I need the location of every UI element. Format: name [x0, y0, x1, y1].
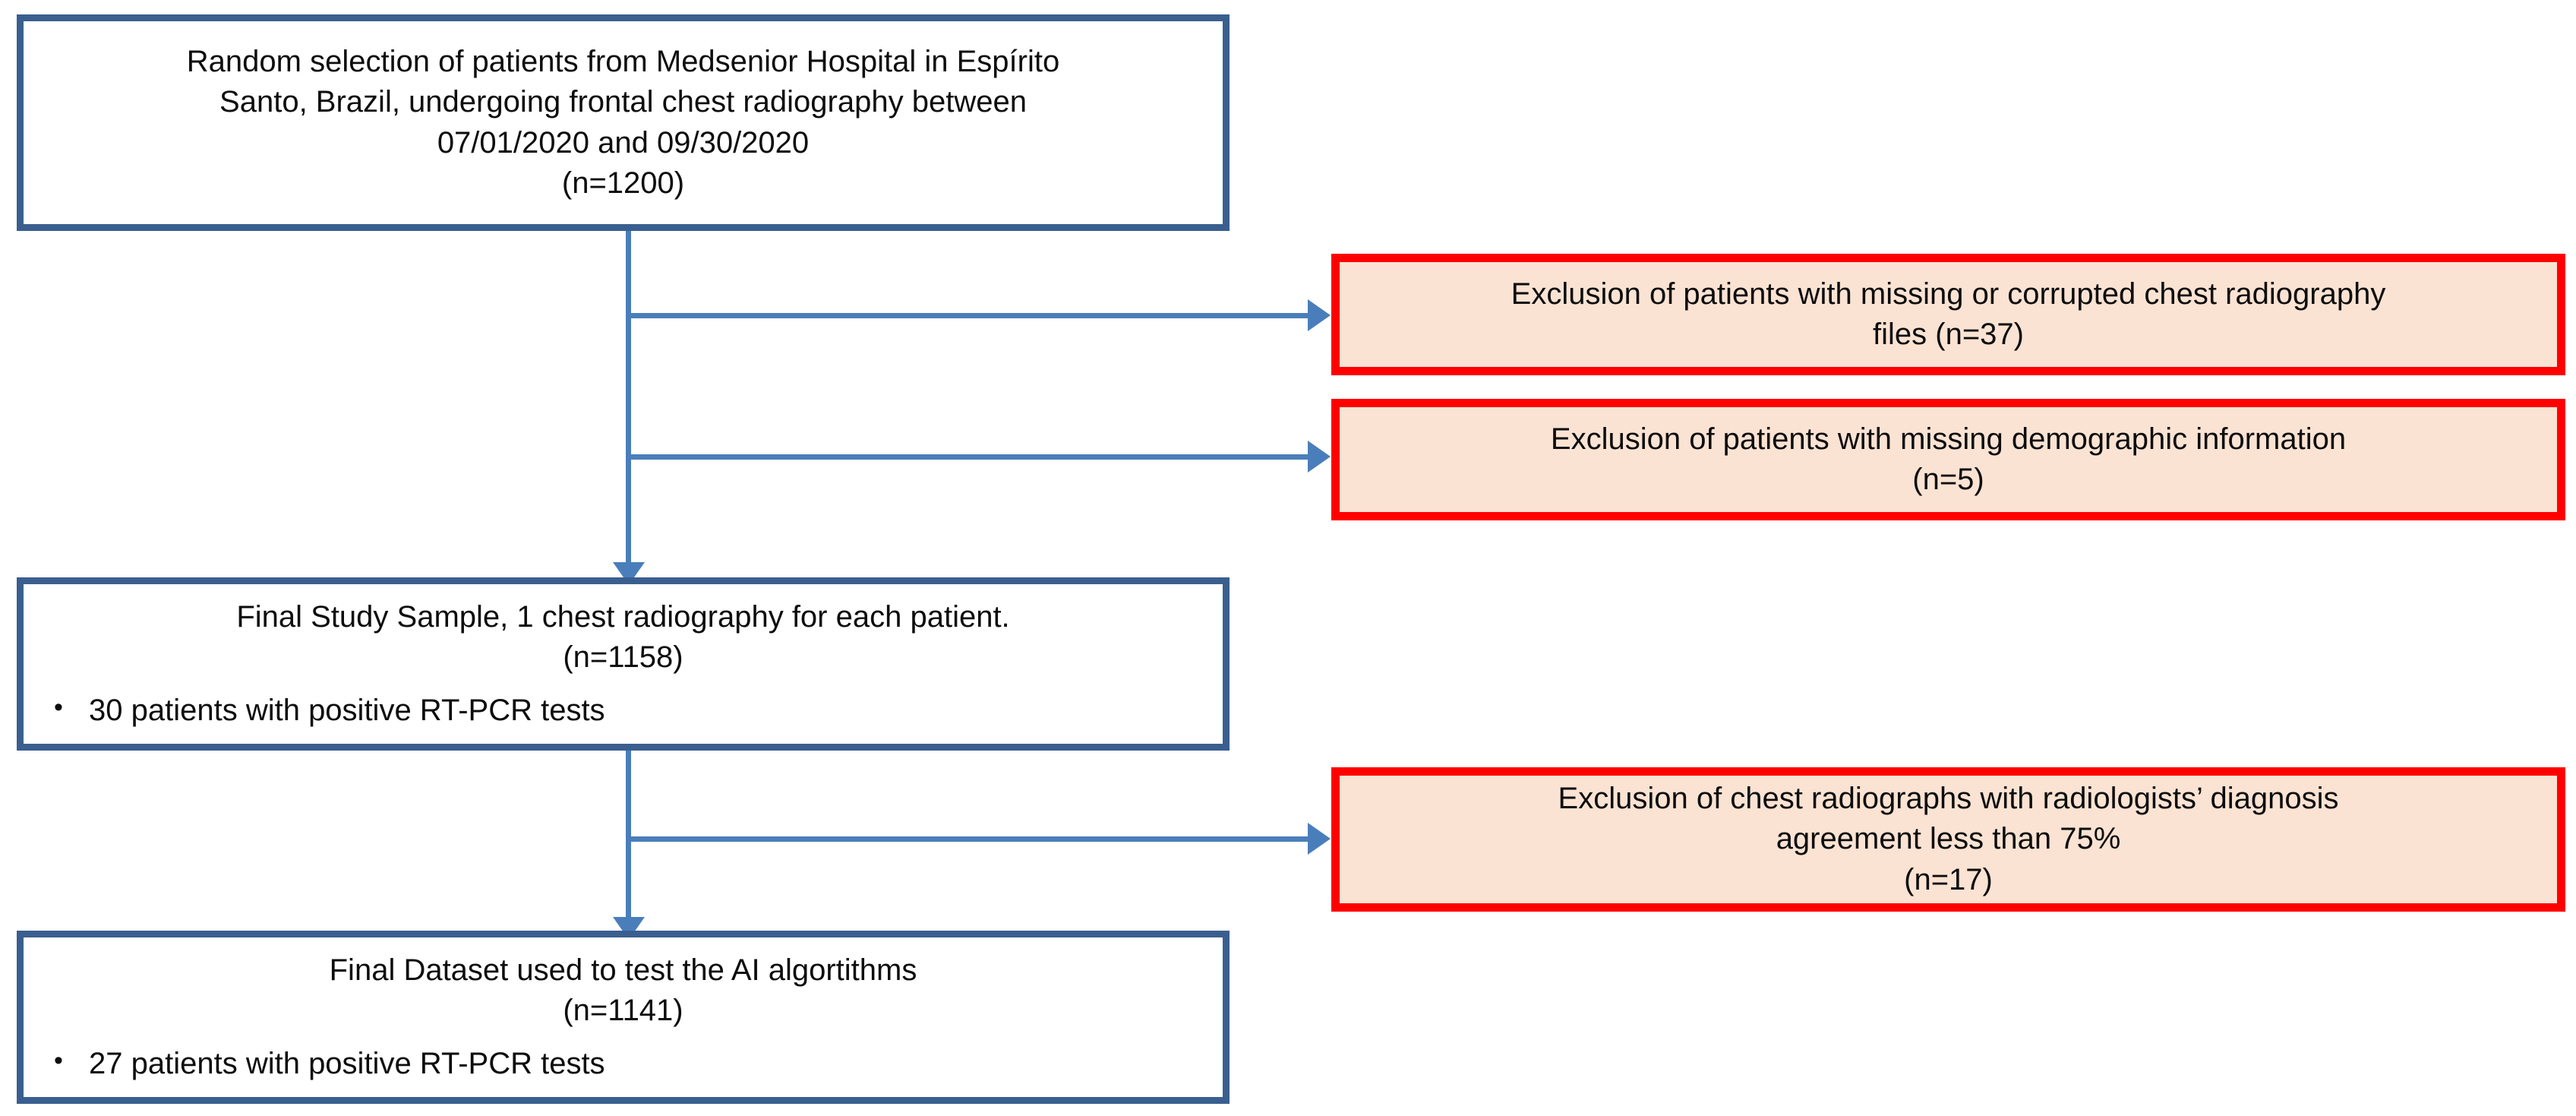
node-source-population: Random selection of patients from Medsen… [17, 14, 1230, 231]
exclusion-files-line-1: Exclusion of patients with missing or co… [1511, 277, 2386, 311]
final-dataset-bullet-1-text: 27 patients with positive RT-PCR tests [89, 1046, 605, 1080]
node-exclusion-demographics: Exclusion of patients with missing demog… [1331, 399, 2565, 520]
connector-trunk-1 [626, 228, 631, 566]
node-final-dataset: Final Dataset used to test the AI algort… [17, 931, 1230, 1104]
final-study-sample-bullet-1: • 30 patients with positive RT-PCR tests [43, 691, 1203, 731]
connector-branch-exclusion-agreement [626, 836, 1311, 842]
node-final-study-sample: Final Study Sample, 1 chest radiography … [17, 577, 1230, 751]
arrow-right-exclusion-demographics [1308, 441, 1331, 473]
connector-branch-exclusion-demographics [626, 454, 1311, 460]
arrow-right-exclusion-agreement [1308, 823, 1331, 855]
connector-trunk-2 [626, 748, 631, 922]
final-dataset-line-2: (n=1141) [563, 994, 683, 1028]
connector-branch-exclusion-files [626, 313, 1311, 318]
bullet-marker-icon: • [54, 692, 63, 722]
final-study-sample-line-2: (n=1158) [563, 640, 683, 675]
exclusion-demographics-line-1: Exclusion of patients with missing demog… [1550, 422, 2347, 456]
node-exclusion-agreement: Exclusion of chest radiographs with radi… [1331, 767, 2565, 912]
exclusion-agreement-line-2: agreement less than 75% [1776, 822, 2121, 856]
source-population-line-3: 07/01/2020 and 09/30/2020 [437, 125, 810, 160]
source-population-line-4: (n=1200) [561, 166, 685, 200]
bullet-marker-icon: • [54, 1045, 63, 1075]
exclusion-files-line-2: files (n=37) [1873, 318, 2024, 351]
exclusion-agreement-line-1: Exclusion of chest radiographs with radi… [1558, 782, 2339, 816]
final-study-sample-bullet-1-text: 30 patients with positive RT-PCR tests [89, 693, 605, 727]
source-population-line-2: Santo, Brazil, undergoing frontal chest … [219, 85, 1027, 119]
source-population-line-1: Random selection of patients from Medsen… [186, 45, 1060, 79]
final-dataset-line-1: Final Dataset used to test the AI algort… [329, 953, 917, 988]
node-exclusion-files: Exclusion of patients with missing or co… [1331, 254, 2565, 375]
final-dataset-bullet-1: • 27 patients with positive RT-PCR tests [43, 1044, 1203, 1084]
exclusion-demographics-line-2: (n=5) [1912, 463, 1984, 496]
exclusion-agreement-line-3: (n=17) [1904, 862, 1993, 896]
arrow-right-exclusion-files [1308, 299, 1331, 331]
final-study-sample-line-1: Final Study Sample, 1 chest radiography … [236, 600, 1010, 634]
